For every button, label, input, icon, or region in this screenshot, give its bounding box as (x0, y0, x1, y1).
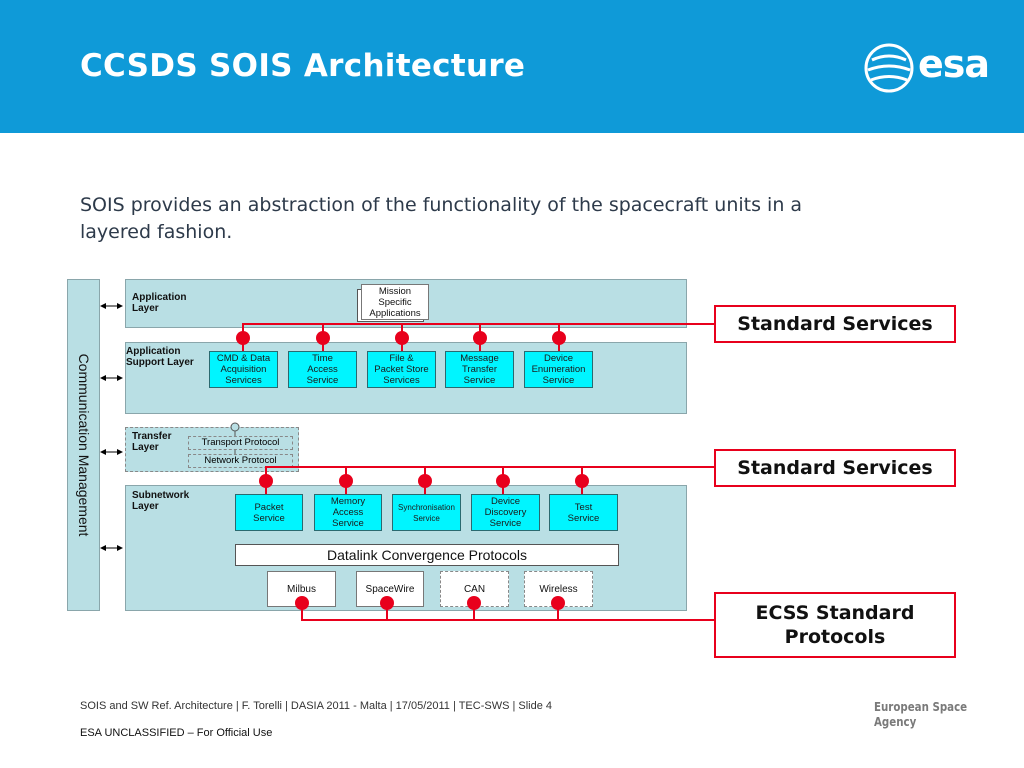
application-support-layer-label: Application Support Layer (126, 346, 194, 368)
application-layer-label: Application Layer (132, 292, 187, 314)
datalink-convergence-protocols: Datalink Convergence Protocols (235, 544, 619, 566)
synchronisation-service: Synchronisation Service (392, 494, 461, 531)
transfer-layer-label: Transfer Layer (132, 431, 172, 453)
ecss-standard-protocols-callout: ECSS Standard Protocols (714, 592, 956, 658)
communication-management-bar: Communication Management (67, 279, 100, 611)
memory-access-service: Memory Access Service (314, 494, 382, 531)
transport-protocol-box: Transport Protocol (188, 436, 293, 450)
subnetwork-layer-label: Subnetwork Layer (132, 490, 190, 512)
slide-title: CCSDS SOIS Architecture (80, 48, 526, 84)
esa-logo-text: esa (918, 42, 990, 86)
agency-name: European Space Agency (874, 699, 968, 729)
standard-services-mid-lines (265, 466, 714, 494)
device-discovery-service: Device Discovery Service (471, 494, 540, 531)
ecss-protocol-lines (301, 604, 714, 621)
transfer-connector (230, 422, 240, 454)
standard-services-callout-middle: Standard Services (714, 449, 956, 487)
footer-reference: SOIS and SW Ref. Architecture | F. Torel… (80, 700, 553, 712)
time-access-service: Time Access Service (288, 351, 357, 388)
standard-services-callout-top: Standard Services (714, 305, 956, 343)
footer-classification: ESA UNCLASSIFIED – For Official Use (80, 727, 273, 739)
ecss-protocol-dots (295, 596, 565, 610)
packet-service: Packet Service (235, 494, 303, 531)
mission-specific-applications: Mission Specific Applications (361, 284, 429, 320)
cmd-data-acquisition-service: CMD & Data Acquisition Services (209, 351, 278, 388)
standard-services-top-dots (236, 331, 566, 345)
intro-text: SOIS provides an abstraction of the func… (80, 194, 803, 243)
file-packet-store-service: File & Packet Store Services (367, 351, 436, 388)
device-enumeration-service: Device Enumeration Service (524, 351, 593, 388)
comm-arrows (100, 303, 123, 551)
network-protocol-box: Network Protocol (188, 454, 293, 468)
test-service: Test Service (549, 494, 618, 531)
slide-header: CCSDS SOIS Architecture esa (0, 0, 1024, 133)
esa-globe-icon (864, 43, 914, 93)
message-transfer-service: Message Transfer Service (445, 351, 514, 388)
standard-services-mid-dots (259, 474, 589, 488)
